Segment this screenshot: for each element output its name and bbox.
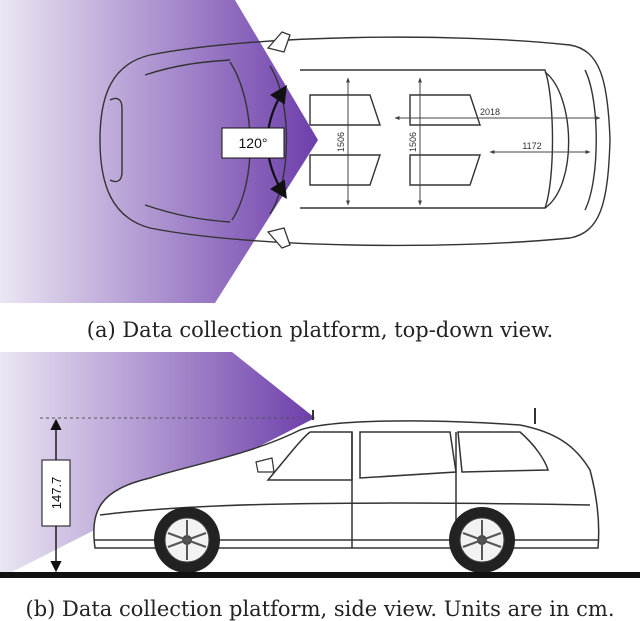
fov-label-box [221,127,285,159]
dim-rear: 1172 [522,141,541,151]
dim-length: 2018 [480,107,500,117]
dim-width-b: 1506 [408,132,418,152]
side-mirror [255,457,275,473]
left-mirror [266,31,291,53]
caption-side-view: (b) Data collection platform, side view.… [25,597,615,621]
dim-width-a: 1506 [336,132,346,152]
fov-label: 120° [239,135,268,151]
ground-line [0,572,640,578]
side-fov-wedge [0,352,315,578]
rear-wheel [449,507,515,573]
height-label-box [41,459,71,527]
height-label: 147.7 [49,477,64,510]
top-view-panel: 1506 1506 2018 1172 120° [0,0,611,303]
front-wheel [154,507,220,573]
side-view-panel: 147.7 [0,352,640,578]
right-mirror [266,227,291,249]
dimension-lines [346,77,601,206]
caption-top-view: (a) Data collection platform, top-down v… [86,318,554,342]
top-fov-wedge [0,0,318,303]
